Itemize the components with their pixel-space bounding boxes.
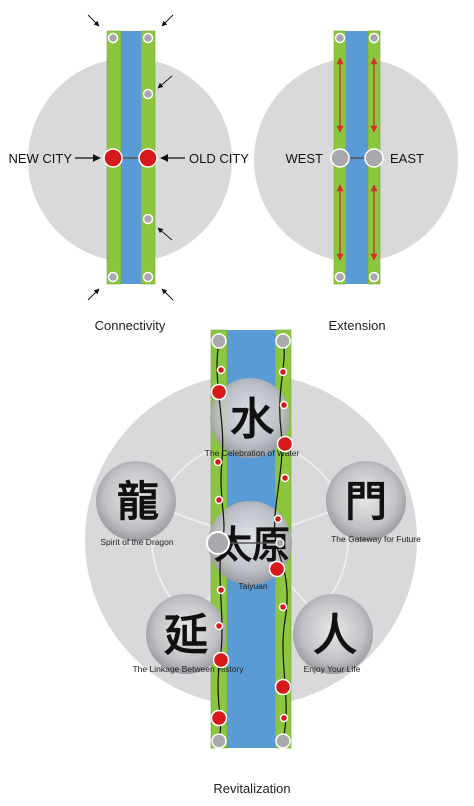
dragon-glyph: 龍 [117, 477, 159, 526]
west-label: WEST [285, 151, 323, 166]
taiyuan-label: Taiyuan [238, 581, 268, 591]
new-city-node [103, 148, 123, 168]
extension-caption: Extension [328, 318, 385, 333]
extension-arrows [336, 57, 378, 261]
connectivity-diagram: NEW CITY OLD CITY Connectivity [8, 14, 249, 333]
revitalization-caption: Revitalization [213, 781, 290, 796]
revitalization-diagram: 水 The Celebration of Water 門 The Gateway… [85, 329, 421, 796]
theme-water: 水 The Celebration of Water [205, 378, 300, 458]
east-node [364, 148, 384, 168]
water-label: The Celebration of Water [205, 448, 300, 458]
connectivity-caption: Connectivity [95, 318, 166, 333]
theme-dragon: 龍 Spirit of the Dragon [96, 461, 176, 547]
gateway-glyph: 門 [345, 477, 387, 526]
water-glyph: 水 [230, 394, 275, 445]
dragon-medallion [96, 461, 176, 541]
gateway-medallion [326, 461, 406, 541]
theme-enjoy: 人 Enjoy Your Life [293, 594, 373, 674]
dragon-label: Spirit of the Dragon [100, 537, 174, 547]
new-city-label: NEW CITY [8, 151, 72, 166]
center-east-node [275, 538, 285, 548]
revitalization-red-nodes [210, 365, 294, 727]
extension-diagram: WEST EAST Extension [254, 30, 458, 333]
east-label: EAST [390, 151, 424, 166]
water-medallion [210, 378, 290, 458]
enjoy-label: Enjoy Your Life [304, 664, 361, 674]
corner-arrows [87, 14, 174, 301]
extension-grey-nodes [334, 32, 380, 283]
west-node [330, 148, 350, 168]
old-city-label: OLD CITY [189, 151, 249, 166]
theme-linkage: 延 The Linkage Between History [132, 594, 244, 674]
revitalization-grey-nodes [211, 333, 291, 749]
linkage-medallion [146, 594, 226, 674]
old-city-node [138, 148, 158, 168]
linkage-glyph: 延 [164, 610, 208, 661]
gateway-label: The Gateway for Future [331, 534, 421, 544]
theme-gateway: 門 The Gateway for Future [326, 461, 421, 544]
linkage-label: The Linkage Between History [132, 664, 244, 674]
enjoy-medallion [293, 594, 373, 674]
connectivity-grey-nodes [107, 32, 154, 283]
center-west-node [206, 531, 230, 555]
enjoy-glyph: 人 [313, 610, 357, 661]
